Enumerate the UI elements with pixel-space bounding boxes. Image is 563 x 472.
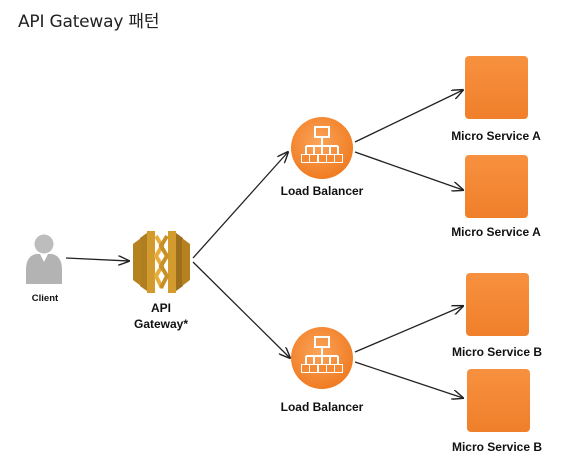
arrow-lb-top-to-svc-a2 bbox=[354, 151, 463, 190]
service-box-icon bbox=[465, 56, 528, 119]
gateway-label-line1: API bbox=[151, 301, 171, 315]
service-b2: Micro Service B bbox=[452, 369, 542, 454]
arrow-gateway-to-lb-top bbox=[192, 152, 288, 259]
service-box-icon bbox=[467, 369, 530, 432]
gateway-label-line2: Gateway* bbox=[134, 317, 188, 331]
svc-b2-label: Micro Service B bbox=[452, 440, 542, 454]
api-gateway-icon bbox=[133, 231, 190, 293]
service-a2: Micro Service A bbox=[451, 155, 541, 239]
svc-a1-label: Micro Service A bbox=[451, 129, 541, 143]
arrow-lb-top-to-svc-a1 bbox=[354, 90, 463, 143]
service-b1: Micro Service B bbox=[452, 273, 542, 359]
svc-b1-label: Micro Service B bbox=[452, 345, 542, 359]
load-balancer-top: Load Balancer bbox=[281, 117, 364, 198]
arrow-client-to-gateway bbox=[65, 258, 129, 261]
client-node: Client bbox=[26, 234, 62, 304]
service-a1: Micro Service A bbox=[451, 56, 541, 143]
load-balancer-bottom: Load Balancer bbox=[281, 327, 364, 414]
load-balancer-icon bbox=[291, 327, 353, 389]
load-balancer-icon bbox=[291, 117, 353, 179]
page-title: API Gateway 패턴 bbox=[18, 12, 160, 32]
arrow-lb-bottom-to-svc-b1 bbox=[354, 306, 463, 353]
arrow-lb-bottom-to-svc-b2 bbox=[354, 361, 463, 398]
user-icon bbox=[26, 234, 62, 284]
arrow-gateway-to-lb-bottom bbox=[192, 261, 290, 358]
lb-bottom-label: Load Balancer bbox=[281, 400, 364, 414]
lb-top-label: Load Balancer bbox=[281, 184, 364, 198]
service-box-icon bbox=[465, 155, 528, 218]
connector-arrows bbox=[65, 90, 463, 398]
service-box-icon bbox=[466, 273, 529, 336]
client-label: Client bbox=[32, 293, 59, 304]
gateway-node: API Gateway* bbox=[133, 231, 190, 331]
svc-a2-label: Micro Service A bbox=[451, 225, 541, 239]
